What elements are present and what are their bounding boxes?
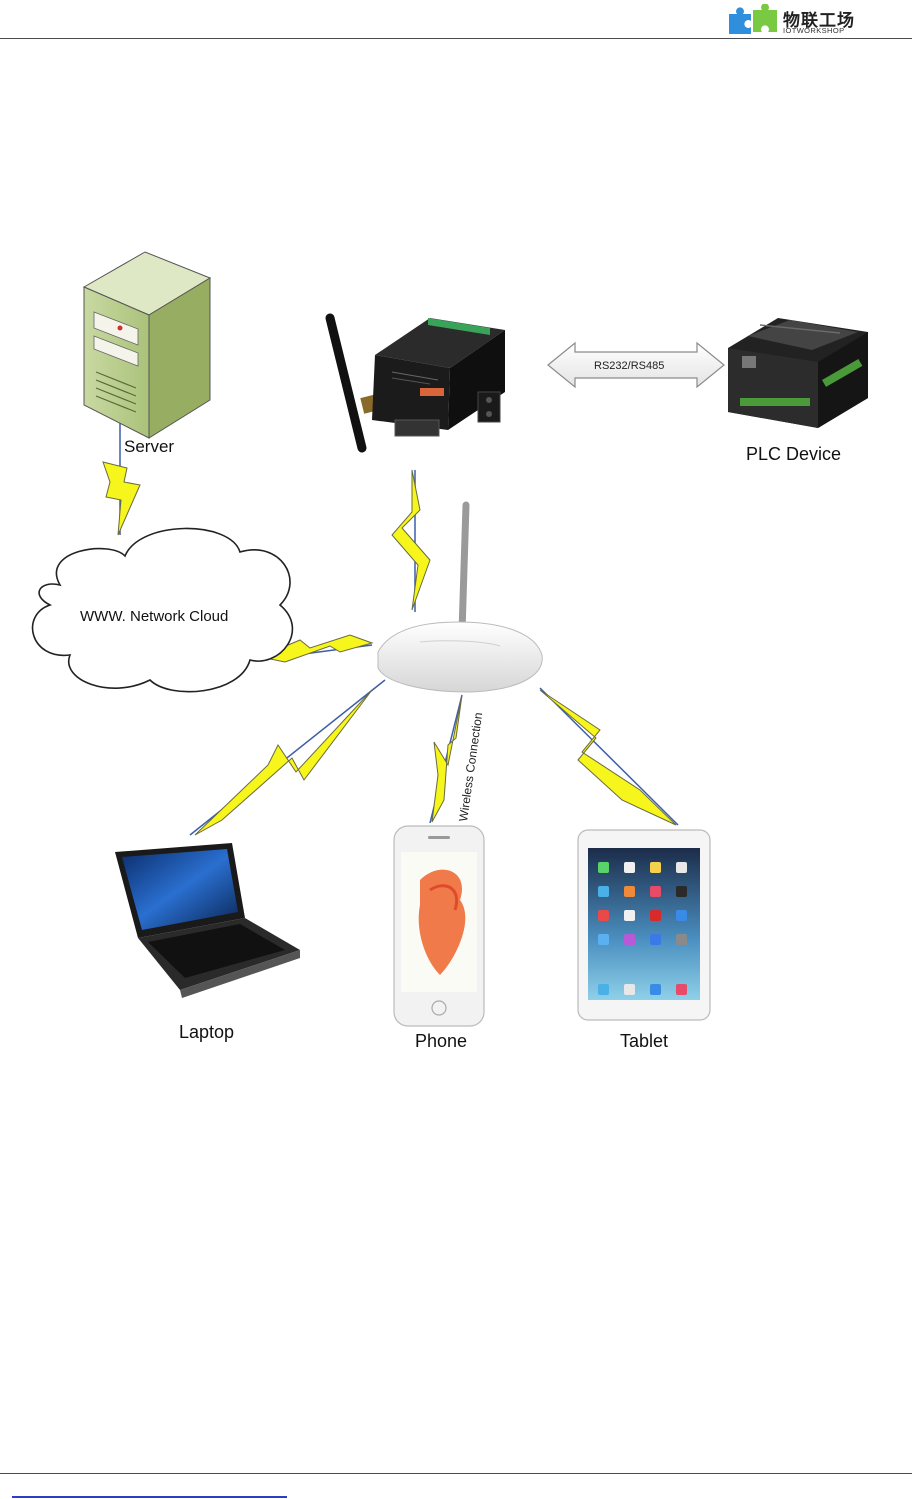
footer-rule (0, 1473, 912, 1474)
label-laptop: Laptop (179, 1022, 234, 1042)
phone-icon (394, 826, 484, 1026)
label-phone: Phone (415, 1031, 467, 1051)
label-server: Server (124, 437, 174, 456)
label-plc-device: PLC Device (746, 444, 841, 464)
laptop-icon (115, 843, 300, 998)
label-serial-link: RS232/RS485 (594, 360, 664, 372)
lightning-bolt-icon (540, 690, 676, 825)
tablet-icon (578, 830, 710, 1020)
lightning-bolt-icon (392, 470, 430, 610)
plc-device-icon (728, 318, 868, 428)
server-icon (84, 252, 210, 438)
footer-link-underline[interactable] (12, 1496, 287, 1498)
serial-device-server-icon (330, 318, 505, 448)
label-cloud: WWW. Network Cloud (80, 608, 228, 625)
label-wireless-connection: Wireless Connection (456, 711, 485, 822)
label-tablet: Tablet (620, 1031, 668, 1051)
lightning-bolt-icon (103, 462, 140, 535)
